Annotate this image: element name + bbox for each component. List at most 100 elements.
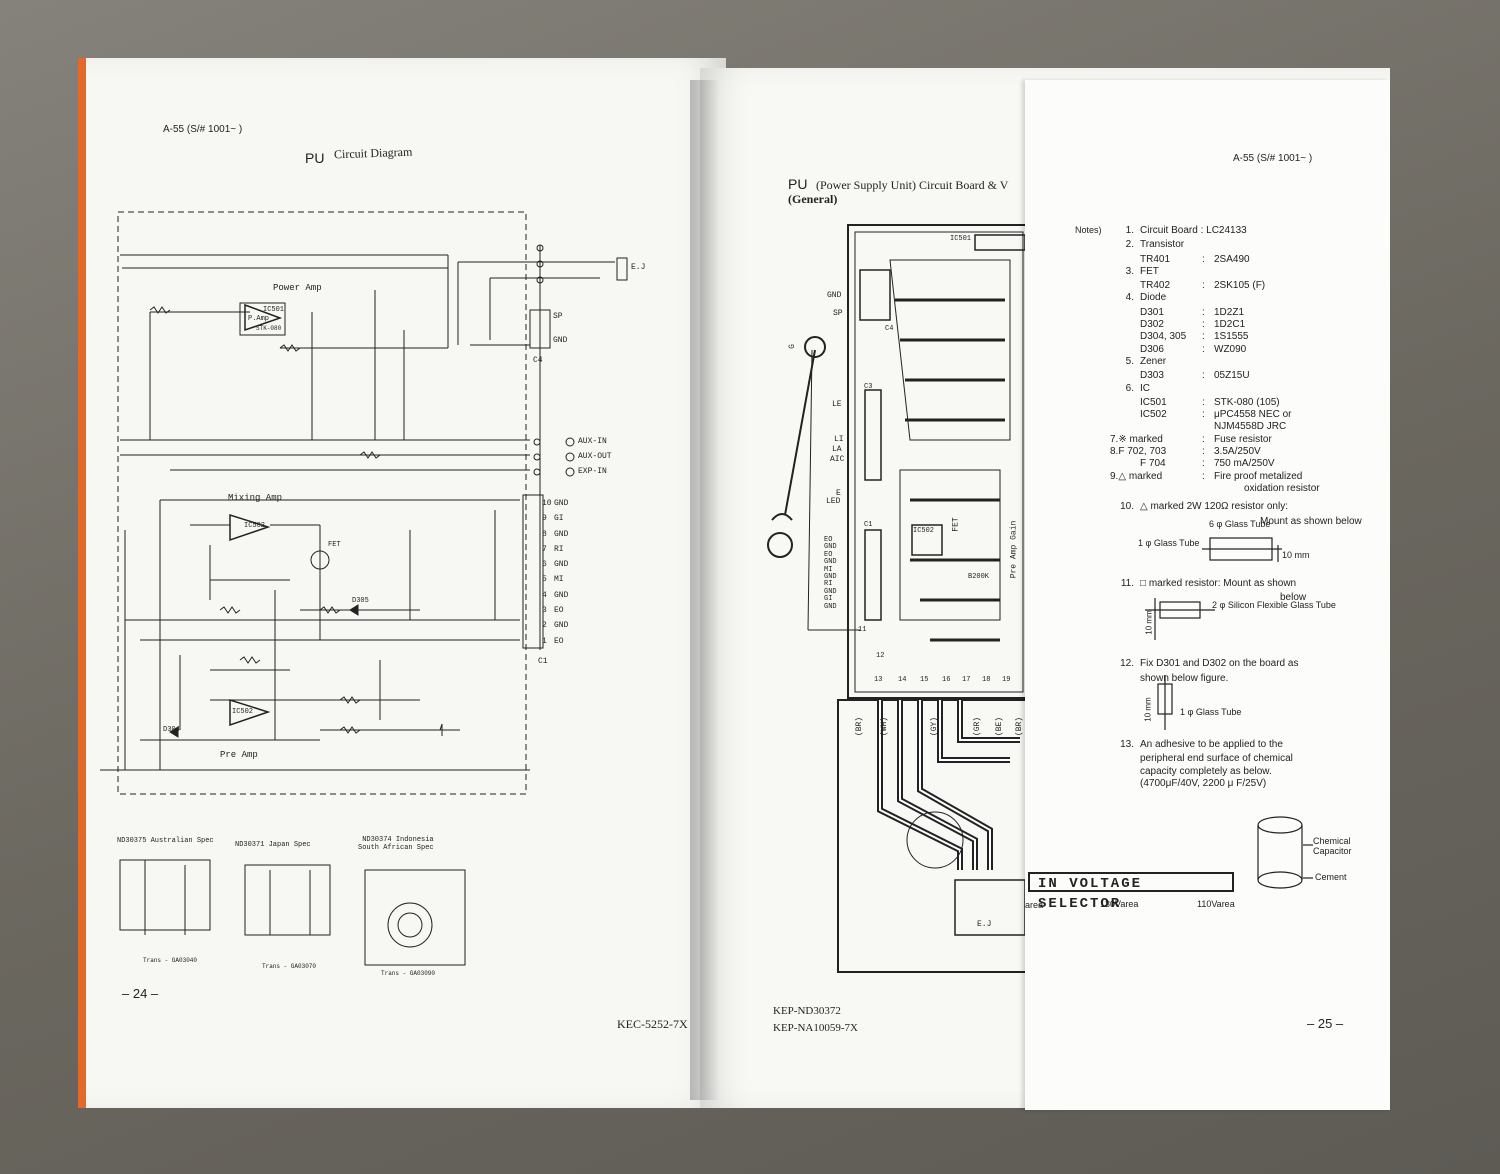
- cement-label: Cement: [1315, 872, 1347, 882]
- spec-australian: ND30375 Australian Spec: [117, 837, 214, 845]
- ej-jack-label: E.J: [631, 263, 646, 272]
- wire-number: 17: [962, 676, 971, 684]
- notes-title: Notes): [1075, 225, 1102, 235]
- note-detail: Mount as shown below: [1260, 515, 1362, 527]
- wire-number: 11: [858, 626, 867, 634]
- wire-number: 15: [920, 676, 929, 684]
- aux-in-label: AUX-IN: [578, 437, 607, 446]
- wire-number: 14: [898, 676, 907, 684]
- note-item: 4.Diode: [1125, 292, 1167, 304]
- gnd-label: GND: [553, 336, 568, 345]
- d305-label: D305: [352, 597, 369, 605]
- note-detail: below: [1280, 592, 1307, 604]
- mixing-amp-label: Mixing Amp: [228, 493, 283, 503]
- note-detail: IC502:μPC4558 NEC or: [1140, 409, 1292, 421]
- board-aic-label: AIC: [830, 455, 845, 464]
- board-le-label: LE: [832, 400, 842, 409]
- note-detail: TR401:2SA490: [1140, 253, 1250, 265]
- right-page-title: (Power Supply Unit) Circuit Board & V: [816, 178, 1009, 192]
- spec-south-african: ND30374 Indonesia South African Spec: [358, 836, 434, 852]
- c4-label: C4: [533, 356, 543, 365]
- note-detail: TR402:2SK105 (F): [1140, 280, 1266, 292]
- aux-out-label: AUX-OUT: [578, 452, 612, 461]
- ic502-mixing-label: IC502: [244, 522, 266, 530]
- note-detail: capacity completely as below.: [1140, 765, 1272, 777]
- wire-number: 12: [876, 652, 885, 660]
- d304-label: D304: [163, 726, 180, 734]
- area-130v-label: 130Varea: [1100, 899, 1139, 909]
- trans-ga03040: Trans - GA03040: [143, 957, 198, 964]
- right-footer-code-1: KEP-ND30372: [773, 1005, 841, 1017]
- trans-ga03090: Trans - GA03090: [381, 970, 436, 977]
- note-item: 2.Transistor: [1125, 239, 1185, 251]
- ic501-label: IC501: [263, 306, 285, 314]
- left-page-header: A-55 (S/# 1001~ ): [163, 124, 243, 135]
- note-detail: NJM4558D JRC: [1214, 421, 1287, 433]
- right-page-number: – 25 –: [1307, 1016, 1344, 1031]
- note-item: 1.Circuit Board : LC24133: [1125, 225, 1247, 236]
- note-item: 10.△ marked 2W 120Ω resistor only:: [1120, 501, 1288, 513]
- board-b200k-label: B200K: [968, 573, 990, 581]
- wire-number: 13: [874, 676, 883, 684]
- mm10-label: 10 mm: [1282, 550, 1310, 560]
- pre-amp-label: Pre Amp: [220, 750, 258, 760]
- glass-tube-6-label: 6 φ Glass Tube: [1209, 519, 1271, 529]
- board-ic501-label: IC501: [950, 235, 972, 243]
- power-amp-label: Power Amp: [273, 283, 322, 293]
- note-item: 13.An adhesive to be applied to the: [1120, 739, 1283, 751]
- stk080-label: STK-080: [256, 325, 282, 332]
- left-page-number: – 24 –: [122, 986, 159, 1001]
- note-detail: D303:05Z15U: [1140, 370, 1250, 382]
- note-detail: D306:WZ090: [1140, 343, 1247, 355]
- board-la-label: LA: [832, 445, 842, 454]
- right-page-subtitle: (General): [788, 192, 838, 206]
- c1-label: C1: [538, 657, 548, 666]
- right-title-prefix: PU: [788, 176, 808, 192]
- board-edge-labels: EO GND EO GND MI GND RI GND GI GND: [824, 536, 837, 611]
- board-sp-label: SP: [833, 309, 843, 318]
- mm10-vertical-label-2: 10 mm: [1143, 697, 1153, 722]
- board-c3-label: C3: [864, 383, 873, 391]
- spec-japan: ND30371 Japan Spec: [235, 841, 311, 849]
- note-detail: D302:1D2C1: [1140, 319, 1246, 331]
- note-item: 11.□ marked resistor: Mount as shown: [1120, 577, 1297, 589]
- notes-list: 1.Circuit Board : LC24133 2.Transistor T…: [1110, 225, 1380, 790]
- pamp-label: P.Amp: [248, 315, 270, 323]
- note-item: 8.F 702, 703:3.5A/250V: [1110, 446, 1261, 458]
- note-detail: F 704:750 mA/250V: [1140, 458, 1275, 470]
- note-detail: (4700μF/40V, 2200 μ F/25V): [1140, 777, 1267, 789]
- left-title-prefix: PU: [305, 150, 325, 166]
- board-c1-label: C1: [864, 521, 873, 529]
- board-c4-label: C4: [885, 325, 894, 333]
- left-page: [78, 58, 726, 1108]
- glass-tube-1b-label: 1 φ Glass Tube: [1180, 707, 1242, 717]
- wire-number: 18: [982, 676, 991, 684]
- wire-number: 16: [942, 676, 951, 684]
- note-detail: shown below figure.: [1140, 672, 1229, 684]
- note-detail: peripheral end surface of chemical: [1140, 753, 1293, 765]
- note-detail: IC501:STK-080 (105): [1140, 396, 1280, 408]
- note-item: 9.△ marked:Fire proof metalized: [1110, 470, 1303, 482]
- ic502-pre-label: IC502: [232, 708, 254, 716]
- sp-label: SP: [553, 312, 563, 321]
- board-ic502-label: IC502: [913, 527, 935, 535]
- area-110v-label: 110Varea: [1197, 899, 1235, 909]
- board-ej-label: E.J: [977, 920, 992, 929]
- chemical-capacitor-label: Chemical Capacitor: [1313, 836, 1352, 856]
- note-item: 7.※ marked:Fuse resistor: [1110, 433, 1272, 445]
- trans-ga03070: Trans - GA03070: [262, 963, 317, 970]
- left-footer-code: KEC-5252-7X: [617, 1017, 688, 1031]
- notes-foldout-panel: [1025, 80, 1390, 1110]
- board-gnd-label: GND: [827, 291, 842, 300]
